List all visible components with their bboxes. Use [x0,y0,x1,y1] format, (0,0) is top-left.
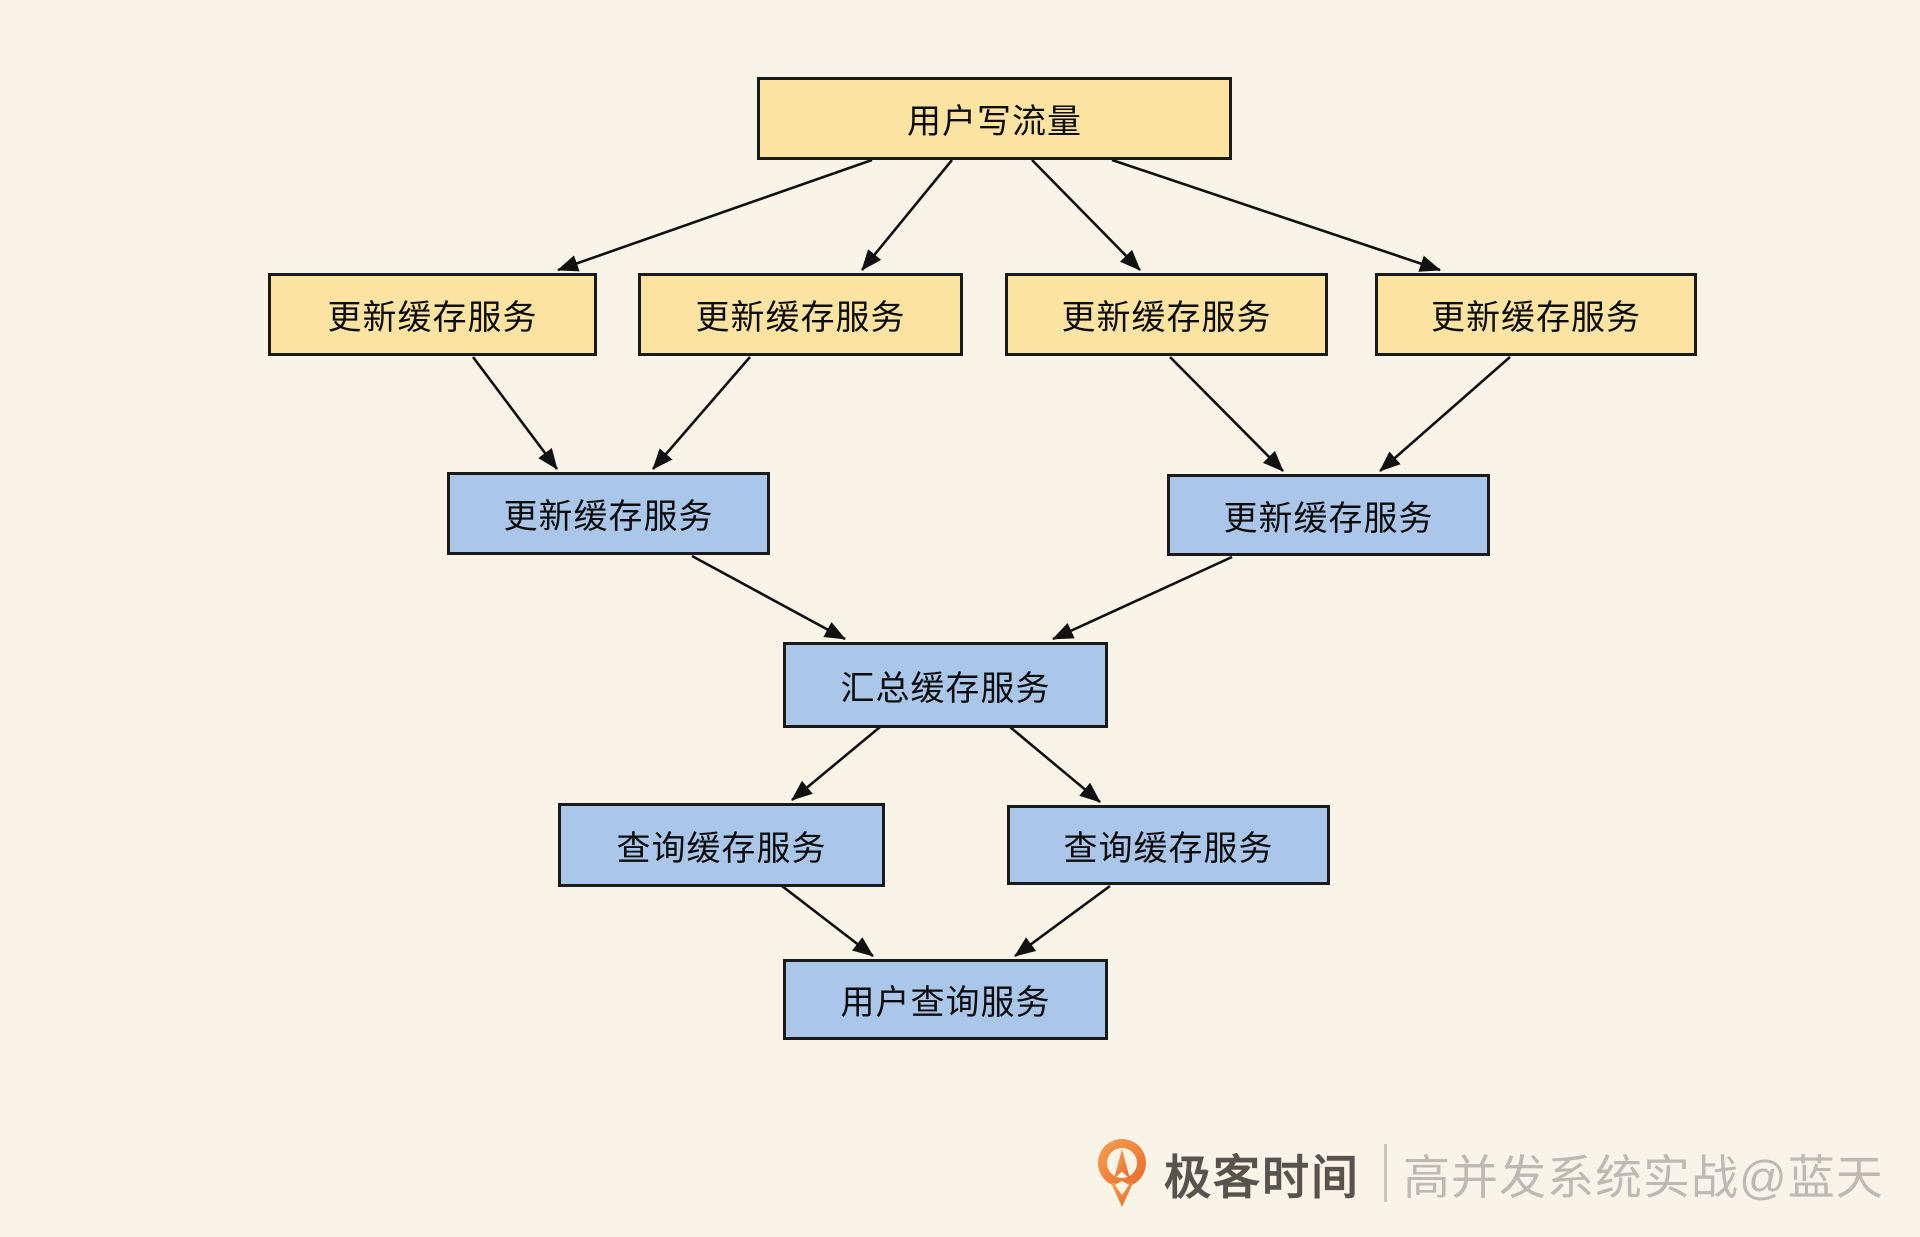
arrow-6 [652,356,751,470]
geektime-logo-icon [1098,1139,1146,1207]
node-update-cache-service-6: 更新缓存服务 [1167,474,1490,556]
node-update-cache-service-2: 更新缓存服务 [638,273,963,356]
node-update-cache-service-1: 更新缓存服务 [268,273,597,356]
arrow-3 [1031,159,1141,271]
node-user-write-traffic: 用户写流量 [757,77,1232,160]
node-query-cache-service-2: 查询缓存服务 [1007,805,1330,885]
arrows-group [471,158,1511,958]
arrow-2 [860,159,954,271]
node-query-cache-service-1: 查询缓存服务 [558,803,885,887]
arrow-5 [471,356,559,470]
arrow-1 [557,158,873,272]
watermark-caption: 高并发系统实战@蓝天 [1403,1150,1884,1204]
arrow-7 [1169,356,1284,472]
watermark: 极客时间 高并发系统实战@蓝天 [1096,1136,1884,1210]
node-update-cache-service-4: 更新缓存服务 [1375,273,1697,356]
arrow-10 [1052,555,1233,641]
arrow-12 [1003,721,1101,803]
node-update-cache-service-5: 更新缓存服务 [447,472,770,555]
brand-name: 极客时间 [1164,1150,1360,1204]
arrow-4 [1111,158,1441,272]
arrow-11 [791,720,887,802]
node-update-cache-service-3: 更新缓存服务 [1005,273,1328,356]
arrow-13 [781,884,874,958]
footer-divider [1384,1144,1387,1202]
arrow-9 [691,554,846,641]
node-summary-cache-service: 汇总缓存服务 [783,642,1108,728]
node-user-query-service: 用户查询服务 [783,959,1108,1040]
arrow-8 [1379,356,1511,472]
arrow-14 [1014,884,1111,958]
